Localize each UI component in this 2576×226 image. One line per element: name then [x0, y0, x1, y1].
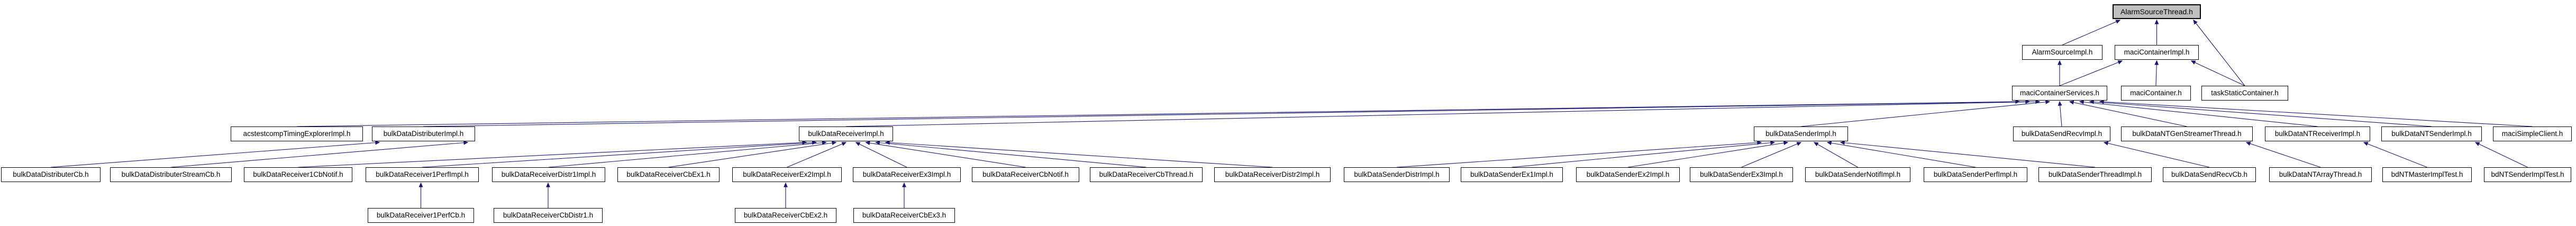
graph-edge — [2059, 60, 2123, 86]
graph-edge — [1396, 140, 1762, 168]
graph-node-bulkDataReceiverDistr2Impl-h[interactable]: bulkDataReceiverDistr2Impl.h — [1214, 167, 1331, 182]
graph-edge — [1741, 142, 1802, 168]
graph-edge — [2062, 20, 2121, 46]
graph-edge — [298, 140, 807, 168]
graph-edge — [855, 142, 907, 168]
graph-edge — [2103, 141, 2210, 168]
graph-node-bdNTMasterImplTest-h[interactable]: bdNTMasterImplTest.h — [2382, 167, 2472, 182]
graph-node-bulkDataSenderEx2Impl-h[interactable]: bulkDataSenderEx2Impl.h — [1576, 167, 1680, 182]
graph-edge — [2245, 141, 2321, 168]
graph-edge — [1840, 140, 2096, 168]
graph-edge — [2193, 19, 2245, 86]
graph-node-bulkDataNTSenderImpl-h[interactable]: bulkDataNTSenderImpl.h — [2381, 126, 2482, 141]
graph-edge — [2474, 142, 2528, 168]
graph-node-bdNTSenderImplTest-h[interactable]: bdNTSenderImplTest.h — [2484, 167, 2571, 182]
graph-edge — [865, 141, 1026, 168]
graph-node-AlarmSourceImpl-h[interactable]: AlarmSourceImpl.h — [2022, 45, 2102, 60]
graph-node-bulkDataReceiverEx3Impl-h[interactable]: bulkDataReceiverEx3Impl.h — [853, 167, 961, 182]
graph-edge — [787, 142, 847, 168]
graph-edge — [1627, 141, 1789, 168]
graph-node-maciContainer-h[interactable]: maciContainer.h — [2121, 86, 2191, 101]
graph-node-bulkDataDistributerImpl-h[interactable]: bulkDataDistributerImpl.h — [372, 126, 475, 141]
graph-edge — [2099, 100, 2533, 127]
graph-node-bulkDataReceiverCbDistr1-h[interactable]: bulkDataReceiverCbDistr1.h — [494, 208, 603, 223]
graph-node-bulkDataReceiver1CbNotif-h[interactable]: bulkDataReceiver1CbNotif.h — [244, 167, 352, 182]
graph-node-bulkDataSendRecvImpl-h[interactable]: bulkDataSendRecvImpl.h — [2013, 126, 2110, 141]
graph-edge — [668, 141, 837, 168]
graph-node-bulkDataReceiverCbEx3-h[interactable]: bulkDataReceiverCbEx3.h — [853, 208, 955, 223]
graph-node-maciContainerImpl-h[interactable]: maciContainerImpl.h — [2115, 45, 2199, 60]
graph-node-bulkDataReceiverEx2Impl-h[interactable]: bulkDataReceiverEx2Impl.h — [732, 167, 842, 182]
graph-node-bulkDataReceiverCbThread-h[interactable]: bulkDataReceiverCbThread.h — [1090, 167, 1203, 182]
graph-edge — [1813, 142, 1858, 168]
graph-node-bulkDataSenderImpl-h[interactable]: bulkDataSenderImpl.h — [1754, 126, 1848, 141]
graph-node-acstestcompTimingExplorerImpl-h[interactable]: acstestcompTimingExplorerImpl.h — [231, 126, 363, 141]
graph-edge — [2079, 100, 2318, 127]
graph-node-bulkDataNTReceiverImpl-h[interactable]: bulkDataNTReceiverImpl.h — [2265, 126, 2370, 141]
graph-edge — [1800, 100, 2051, 127]
graph-node-bulkDataSenderEx1Impl-h[interactable]: bulkDataSenderEx1Impl.h — [1461, 167, 1563, 182]
graph-node-bulkDataSenderThreadImpl-h[interactable]: bulkDataSenderThreadImpl.h — [2038, 167, 2152, 182]
graph-node-bulkDataReceiverDistr1Impl-h[interactable]: bulkDataReceiverDistr1Impl.h — [492, 167, 605, 182]
graph-edge — [50, 140, 380, 168]
graph-edge — [845, 100, 2041, 127]
graph-node-bulkDataDistributerStreamCb-h[interactable]: bulkDataDistributerStreamCb.h — [110, 167, 232, 182]
graph-node-maciContainerServices-h[interactable]: maciContainerServices.h — [2012, 86, 2107, 101]
graph-edge — [2069, 100, 2187, 127]
graph-node-bulkDataNTGenStreamerThread-h[interactable]: bulkDataNTGenStreamerThread.h — [2121, 126, 2253, 141]
graph-node-bulkDataReceiverCbEx2-h[interactable]: bulkDataReceiverCbEx2.h — [735, 208, 836, 223]
graph-node-bulkDataSenderEx3Impl-h[interactable]: bulkDataSenderEx3Impl.h — [1690, 167, 1793, 182]
graph-node-bulkDataReceiverImpl-h[interactable]: bulkDataReceiverImpl.h — [799, 126, 893, 141]
graph-node-bulkDataSenderDistrImpl-h[interactable]: bulkDataSenderDistrImpl.h — [1344, 167, 1450, 182]
graph-edge — [170, 140, 469, 168]
graph-edge — [2154, 60, 2159, 86]
graph-edge — [422, 140, 817, 168]
graph-edge — [1512, 140, 1776, 168]
graph-node-maciSimpleClient-h[interactable]: maciSimpleClient.h — [2493, 126, 2572, 141]
graph-edge — [296, 100, 2020, 127]
graph-node-bulkDataReceiver1PerfImpl-h[interactable]: bulkDataReceiver1PerfImpl.h — [366, 167, 479, 182]
graph-edge — [2363, 142, 2427, 168]
graph-node-bulkDataNTArrayThread-h[interactable]: bulkDataNTArrayThread.h — [2269, 167, 2372, 182]
graph-edge — [548, 140, 827, 168]
graph-node-bulkDataDistributerCb-h[interactable]: bulkDataDistributerCb.h — [1, 167, 101, 182]
graph-edge — [423, 100, 2031, 127]
graph-node-taskStaticContainer-h[interactable]: taskStaticContainer.h — [2201, 86, 2288, 101]
graph-edge — [2058, 101, 2062, 127]
graph-node-bulkDataReceiverCbEx1-h[interactable]: bulkDataReceiverCbEx1.h — [617, 167, 720, 182]
graph-node-AlarmSourceThread-h: AlarmSourceThread.h — [2113, 4, 2201, 19]
graph-node-bulkDataSenderPerfImpl-h[interactable]: bulkDataSenderPerfImpl.h — [1924, 167, 2027, 182]
graph-node-bulkDataReceiverCbNotif-h[interactable]: bulkDataReceiverCbNotif.h — [972, 167, 1079, 182]
graph-edge — [875, 140, 1146, 168]
graph-edge — [2190, 60, 2245, 86]
graph-edge — [885, 140, 1273, 168]
graph-node-bulkDataReceiver1PerfCb-h[interactable]: bulkDataReceiver1PerfCb.h — [368, 208, 474, 223]
graph-edge — [2089, 100, 2432, 127]
graph-node-bulkDataSendRecvCb-h[interactable]: bulkDataSendRecvCb.h — [2163, 167, 2256, 182]
graph-node-bulkDataSenderNotifImpl-h[interactable]: bulkDataSenderNotifImpl.h — [1805, 167, 1910, 182]
graph-edge — [1826, 141, 1976, 168]
